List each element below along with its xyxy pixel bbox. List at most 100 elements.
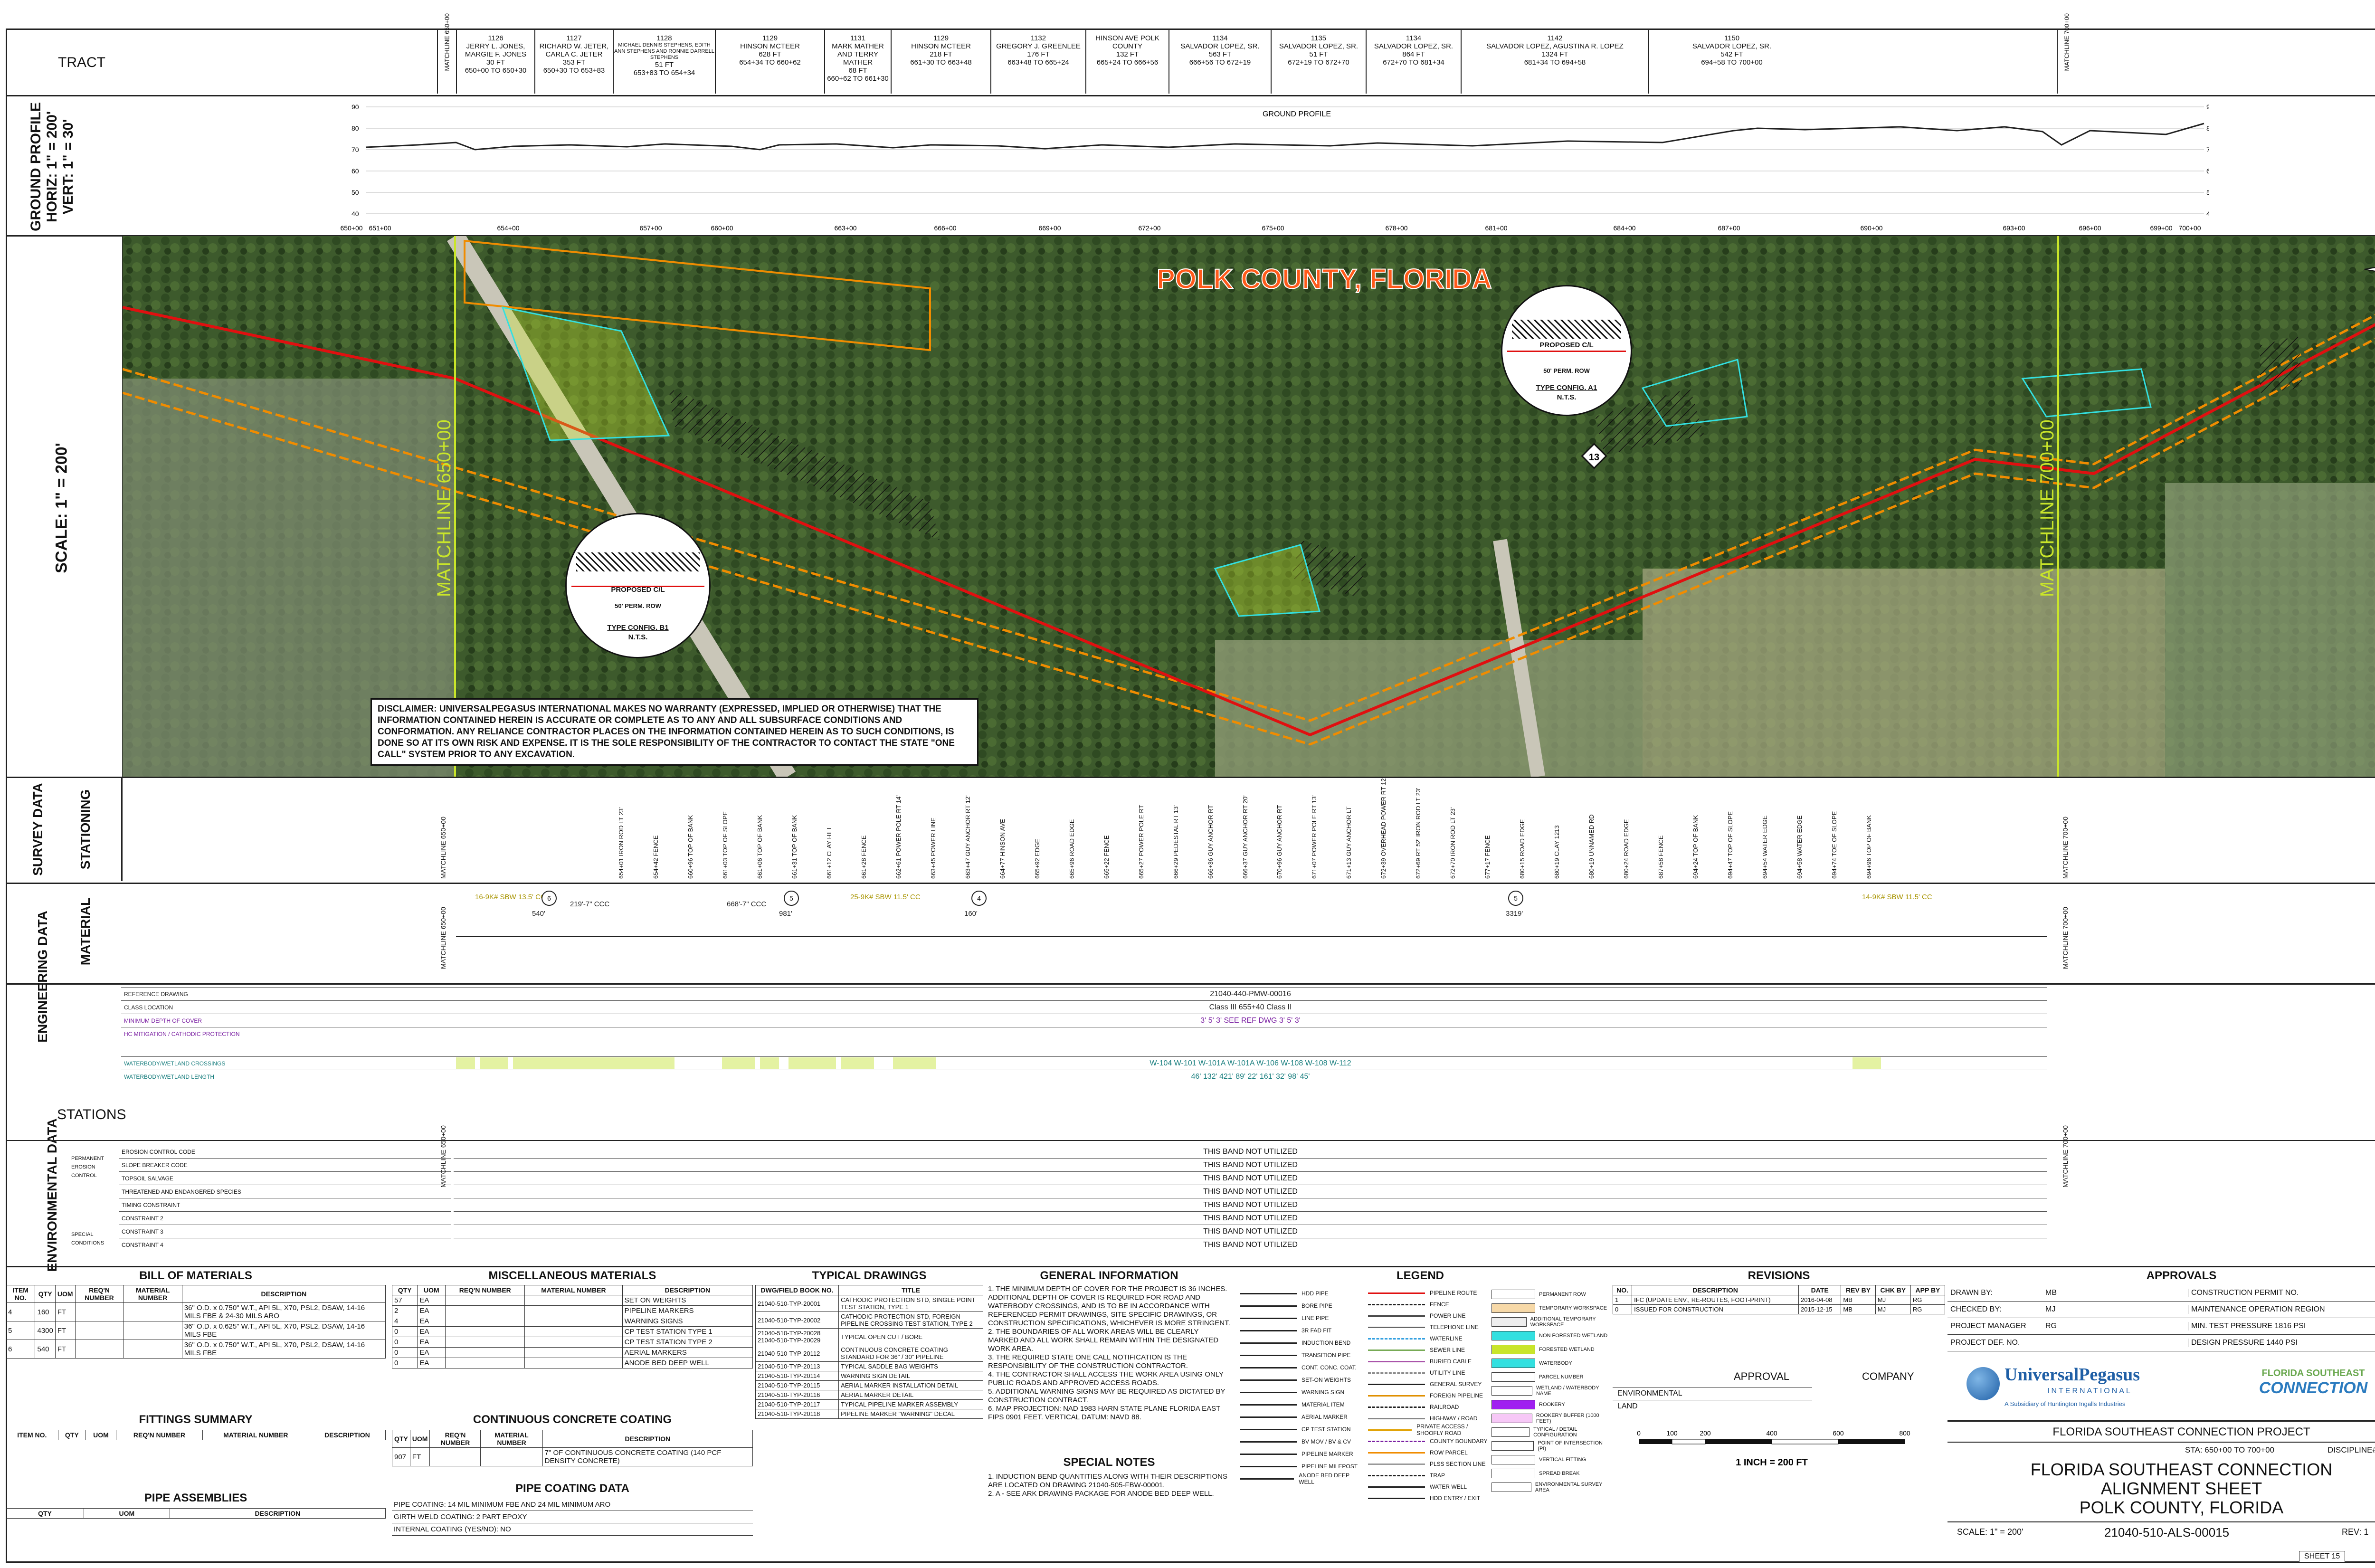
north-arrow-icon: [2364, 267, 2375, 272]
legend-swatch: [1492, 1413, 1532, 1423]
table-cell: SET ON WEIGHTS: [622, 1295, 753, 1306]
table-header: QTY: [392, 1430, 410, 1448]
table-cell: AERIAL MARKER DETAIL: [838, 1390, 983, 1400]
legend-item: PIPELINE MARKER: [1240, 1448, 1363, 1460]
up-logo: UniversalPegasus INTERNATIONAL A Subsidi…: [1966, 1363, 2156, 1416]
approvals-value: MJ: [2045, 1305, 2056, 1313]
env-row-value: THIS BAND NOT UTILIZED: [454, 1158, 2047, 1172]
table-cell: 57: [391, 1295, 418, 1306]
bottom-divider: [6, 1266, 2375, 1267]
legend-item: WARNING SIGN: [1240, 1386, 1363, 1398]
survey-item: 672+39 OVERHEAD POWER RT 12': [1380, 777, 1387, 879]
survey-item: 654+42 FENCE: [652, 835, 659, 879]
legend-swatch: [1240, 1478, 1294, 1480]
approvals-title: APPROVALS: [2146, 1269, 2217, 1282]
approval-row: ENVIRONMENTAL: [1613, 1387, 1812, 1400]
legend-item: LINE PIPE: [1240, 1312, 1363, 1324]
config-a1-cl: PROPOSED C/L: [1539, 341, 1594, 349]
material-matchline-right: MATCHLINE 700+00: [2062, 907, 2069, 969]
table-cell: EA: [417, 1295, 446, 1306]
legend-item-label: ANODE BED DEEP WELL: [1299, 1472, 1349, 1485]
legend-swatch: [1492, 1303, 1535, 1313]
table-cell: 21040-510-TYP-20002: [755, 1311, 839, 1329]
eng-row-value: [454, 1027, 2047, 1041]
table-cell: [445, 1295, 525, 1306]
legend-swatch: [1368, 1349, 1425, 1351]
legend-swatch: [1492, 1386, 1532, 1396]
tract-stations: 660+62 TO 661+30: [827, 75, 889, 83]
survey-item: 666+37 GUY ANCHOR RT 20': [1241, 795, 1249, 879]
table-header: ITEM NO.: [5, 1285, 36, 1303]
tract-length: 1324 FT: [1541, 50, 1568, 58]
table-cell: 7" OF CONTINUOUS CONCRETE COATING (140 P…: [542, 1447, 753, 1466]
legend-swatch: [1492, 1289, 1535, 1299]
approvals-field: CHECKED BY:: [1950, 1305, 2002, 1313]
profile-x-tick: 700+00: [2178, 224, 2201, 232]
eng-row-label: CLASS LOCATION: [121, 1000, 454, 1014]
title-line-1: FLORIDA SOUTHEAST CONNECTION: [2030, 1460, 2333, 1479]
legend-item: TELEPHONE LINE: [1368, 1321, 1492, 1333]
survey-item: 670+96 GUY ANCHOR RT: [1276, 805, 1283, 879]
profile-x-tick: 681+00: [1485, 224, 1507, 232]
legend-swatch: [1492, 1358, 1535, 1368]
table-header: QTY: [6, 1508, 84, 1519]
legend-swatch: [1368, 1486, 1425, 1488]
legend-item-label: CP TEST STATION: [1302, 1426, 1351, 1433]
env-row-value: THIS BAND NOT UTILIZED: [454, 1145, 2047, 1159]
table-header: DESCRIPTION: [169, 1508, 386, 1519]
legend-swatch: [1240, 1428, 1297, 1430]
eng-row-value: 46' 132' 421' 89' 22' 161' 32' 98' 45': [454, 1070, 2047, 1083]
tract-stations: 672+19 TO 672+70: [1288, 58, 1349, 67]
legend-swatch: [1240, 1441, 1297, 1443]
survey-item: 665+22 FENCE: [1102, 835, 1110, 879]
stations-label: STATIONS: [57, 1107, 126, 1122]
approvals-value: MB: [2045, 1289, 2057, 1297]
legend-item-label: ENVIRONMENTAL SURVEY AREA: [1535, 1481, 1603, 1493]
legend-item: SPREAD BREAK: [1492, 1466, 1610, 1480]
tract-owner: SALVADOR LOPEZ, SR.: [1180, 42, 1260, 50]
profile-y-tick: 90: [352, 103, 359, 111]
wetland-w112: [1641, 359, 1748, 427]
profile-y-tick: 70: [2206, 146, 2209, 153]
tract-row: TRACT: [6, 29, 2375, 96]
tract-id: 1129: [762, 34, 778, 42]
tract-owner: HINSON MCTEER: [740, 42, 800, 50]
table-header: QTY: [391, 1285, 418, 1295]
survey-item: 671+13 GUY ANCHOR LT: [1345, 806, 1353, 879]
legend-item: VERTICAL FITTING: [1492, 1453, 1610, 1466]
legend-swatch: [1368, 1315, 1425, 1317]
survey-item: 660+96 TOP OF BANK: [686, 815, 694, 879]
title-sta: STA: 650+00 TO 700+00: [2185, 1445, 2275, 1454]
survey-band: [6, 777, 2375, 884]
env-row-label: TIMING CONSTRAINT: [119, 1198, 451, 1211]
table-cell: 21040-510-TYP-20028 21040-510-TYP-20029: [755, 1328, 839, 1345]
tract-id: 1134: [1212, 34, 1228, 42]
legend-item: PLSS SECTION LINE: [1368, 1458, 1492, 1470]
legend-item-label: TELEPHONE LINE: [1430, 1324, 1479, 1330]
table-cell: [429, 1447, 481, 1466]
legend-item-label: CONT. CONC. COAT.: [1302, 1364, 1357, 1371]
table-header: UOM: [409, 1430, 430, 1448]
ground-profile-label: GROUND PROFILE HORIZ: 1" = 200' VERT: 1"…: [28, 102, 76, 231]
legend-swatch: [1368, 1440, 1425, 1442]
legend-item: HDD ENTRY / EXIT: [1368, 1492, 1492, 1504]
legend-item-label: MATERIAL ITEM: [1302, 1401, 1345, 1408]
survey-item: 661+12 CLAY HILL: [825, 826, 833, 879]
table-cell: MJ: [1875, 1304, 1911, 1314]
legend-item-label: SEWER LINE: [1430, 1347, 1465, 1353]
table-cell: 21040-510-TYP-20114: [755, 1371, 839, 1381]
profile-x-tick: 690+00: [1860, 224, 1882, 232]
tract-length: 68 FT: [848, 67, 867, 75]
scale-tick: 200: [1700, 1429, 1711, 1437]
wetland-crossing-bar: [722, 1057, 755, 1069]
legend-item: ROOKERY BUFFER (1000 FEET): [1492, 1411, 1610, 1425]
table-header: MATERIAL NUMBER: [480, 1430, 543, 1448]
survey-item: 665+27 POWER POLE RT: [1137, 805, 1145, 879]
table-cell: 0: [391, 1347, 418, 1358]
